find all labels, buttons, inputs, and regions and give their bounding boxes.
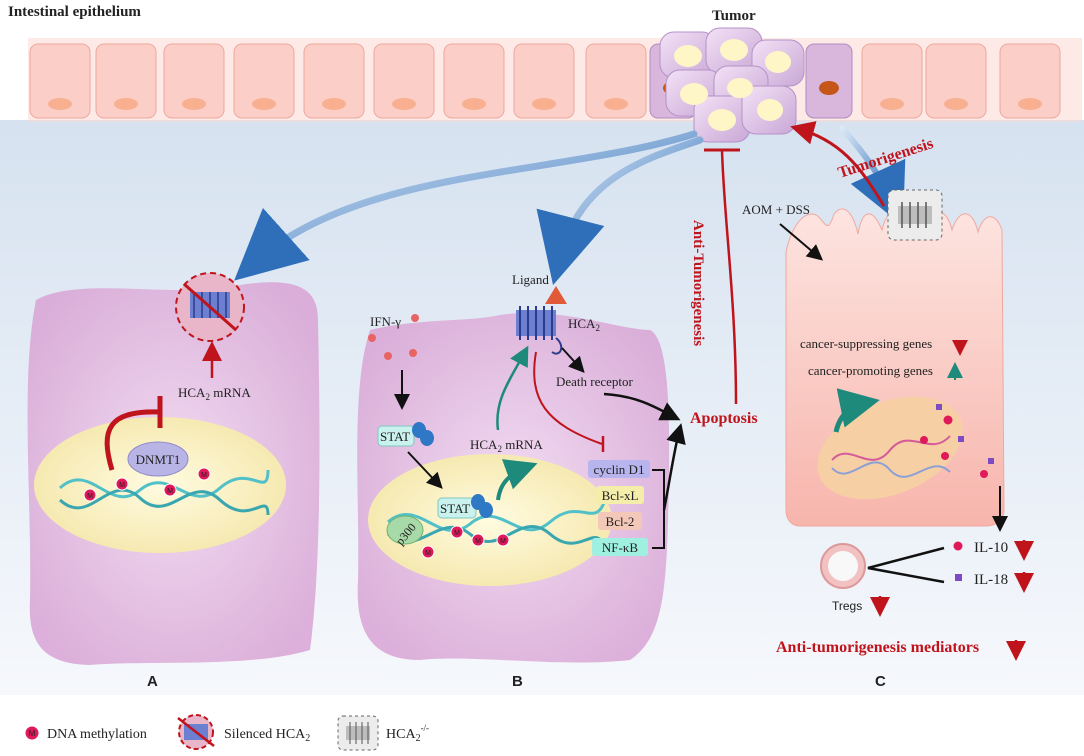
epithelial-nucleus [322, 98, 346, 110]
dnmt1-badge [127, 441, 189, 477]
stat-protein [377, 422, 434, 447]
epithelial-cell [163, 43, 225, 119]
epithelial-nucleus [880, 98, 904, 110]
svg-text:NF-κB: NF-κB [602, 540, 638, 555]
epithelial-nucleus [1018, 98, 1042, 110]
epithelial-nucleus [392, 98, 416, 110]
panel-a-letter: A [147, 673, 158, 690]
methylation-marks-a: M M M M [83, 467, 211, 502]
target-cyclin-d1 [588, 460, 650, 478]
svg-text:M: M [454, 530, 460, 537]
epithelial-nucleus [532, 98, 556, 110]
legend-silenced-icon [177, 714, 215, 750]
epithelial-nucleus [604, 98, 628, 110]
il18-dot [955, 574, 962, 581]
legend-methylation-label: DNA methylation [47, 727, 147, 742]
target-bcl-2 [598, 512, 642, 530]
ifn-gamma-dots [368, 314, 419, 360]
epithelium-label: Intestinal epithelium [8, 4, 141, 20]
epithelial-nucleus [48, 98, 72, 110]
gene-line-suppressing: cancer-suppressing genes [800, 336, 932, 351]
legend-knockout-icon [337, 715, 379, 751]
panel-b-mrna-label: HCA2 mRNA [470, 437, 543, 454]
svg-text:M: M [167, 488, 173, 495]
legend: M DNA methylation Silenced HCA2 HCA2-/- [24, 714, 429, 751]
target-bcl-xl [596, 486, 644, 504]
epithelial-nucleus [252, 98, 276, 110]
tumor-cluster [659, 27, 805, 143]
epithelial-cell [513, 43, 575, 119]
epithelial-nucleus [114, 98, 138, 110]
apoptosis-label: Apoptosis [690, 410, 758, 427]
silenced-receptor-icon [175, 272, 245, 342]
il10-dot [953, 541, 963, 551]
epithelial-cell [29, 43, 91, 119]
svg-text:M: M [29, 729, 36, 738]
panel-c-epithelium [785, 208, 1005, 527]
ligand-triangle [545, 286, 567, 304]
panel-b-letter: B [512, 673, 523, 690]
legend-knockout-label: HCA2-/- [386, 723, 429, 744]
panel-a-nucleus [34, 417, 286, 553]
svg-text:Bcl-2: Bcl-2 [606, 514, 635, 529]
target-boxes: cyclin D1 Bcl-xL Bcl-2 NF-κB [588, 460, 650, 556]
mediators-label: Anti-tumorigenesis mediators [776, 639, 979, 656]
epithelium-strip [28, 38, 1082, 122]
epithelial-nucleus [819, 81, 839, 95]
treatment-label: AOM + DSS [742, 202, 810, 217]
il18-label: IL-18 [974, 572, 1008, 588]
panel-a-cell: DNMT1 M M M M HCA2 mRNA [27, 272, 320, 665]
svg-text:M: M [500, 538, 506, 545]
epithelial-nucleus [462, 98, 486, 110]
svg-text:M: M [201, 472, 207, 479]
epithelial-nucleus [944, 98, 968, 110]
epithelial-cell [861, 43, 923, 119]
tregs-label: Tregs [832, 599, 862, 613]
stat-label: STAT [380, 429, 410, 444]
ligand-label: Ligand [512, 272, 549, 287]
legend-methylation-icon [24, 725, 40, 741]
death-receptor-label: Death receptor [556, 374, 634, 389]
knockout-receptor-icon [887, 189, 943, 241]
epithelial-cell [443, 43, 505, 119]
methylation-marks-b: M M M M [421, 525, 510, 559]
svg-text:cyclin D1: cyclin D1 [594, 462, 645, 477]
svg-text:M: M [119, 482, 125, 489]
gene-line-promoting: cancer-promoting genes [808, 363, 933, 378]
svg-text:M: M [87, 493, 93, 500]
panel-a-mrna-label: HCA2 mRNA [178, 385, 251, 402]
anti-tumorigenesis-label: Anti-Tumorigenesis [690, 220, 706, 346]
secreted-cytokine-dots [920, 404, 994, 478]
svg-text:M: M [425, 550, 431, 557]
epithelial-nucleus [182, 98, 206, 110]
hca2-receptor-icon [516, 306, 563, 355]
svg-text:Bcl-xL: Bcl-xL [602, 488, 639, 503]
legend-silenced-label: Silenced HCA2 [224, 727, 310, 744]
epithelial-cell [95, 43, 157, 119]
epithelial-cell [303, 43, 365, 119]
receptor-label: HCA2 [568, 316, 600, 333]
epithelial-cell [999, 43, 1061, 119]
svg-text:M: M [475, 538, 481, 545]
il10-label: IL-10 [974, 540, 1008, 556]
treg-cell-icon [820, 543, 866, 589]
stat-nuclear-complex [386, 494, 493, 545]
ifn-gamma-label: IFN-γ [370, 314, 401, 329]
tumor-label: Tumor [712, 8, 756, 24]
epithelial-cell [373, 43, 435, 119]
target-nf-kb [592, 538, 648, 556]
stat-nuclear-label: STAT [440, 501, 470, 516]
epithelial-cell [925, 43, 987, 119]
epithelial-cell [233, 43, 295, 119]
panel-c-letter: C [875, 673, 886, 690]
epithelial-cell [585, 43, 647, 119]
dnmt1-label: DNMT1 [136, 452, 181, 467]
